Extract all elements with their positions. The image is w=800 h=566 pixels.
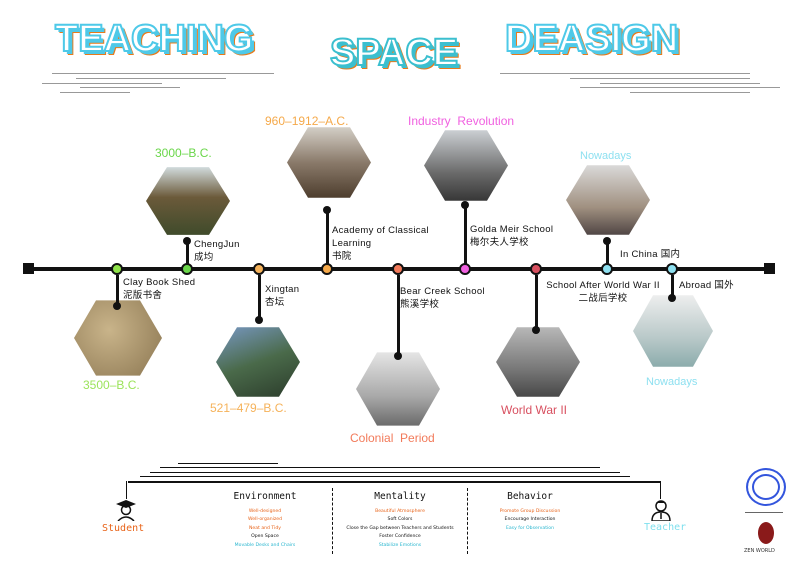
chengjun-image xyxy=(146,167,230,235)
era-industry: Industry Revolution xyxy=(408,114,515,128)
title-space: SPACE xyxy=(329,31,459,75)
label-in-china: In China 国内 xyxy=(620,249,681,260)
label-abroad: Abroad 国外 xyxy=(679,280,734,291)
brand-name: ZEN WORLD xyxy=(744,548,775,554)
teacher-label: Teacher xyxy=(644,522,687,533)
teacher-icon xyxy=(650,499,672,522)
era-960ac: 960–1912–A.C. xyxy=(265,114,349,128)
divider-1 xyxy=(332,488,333,554)
industry-school-image xyxy=(424,130,508,201)
title-teaching: TEACHING xyxy=(54,17,254,61)
colonial-school-image xyxy=(356,352,440,426)
era-nowadays-china: Nowadays xyxy=(580,150,632,162)
node-abroad xyxy=(666,263,678,275)
era-colonial: Colonial Period xyxy=(350,431,435,445)
era-3000bc: 3000–B.C. xyxy=(155,146,212,160)
china-classroom-image xyxy=(566,165,650,235)
timeline-end xyxy=(764,263,775,274)
zen-world-logo xyxy=(758,522,774,544)
student-icon xyxy=(114,499,138,522)
node-xingtan xyxy=(253,263,265,275)
node-after-wwii xyxy=(530,263,542,275)
node-golda-meir xyxy=(459,263,471,275)
university-seal-logo xyxy=(746,468,786,506)
xingtan-image xyxy=(216,327,300,397)
academy-image xyxy=(287,127,371,198)
clay-tablet-image xyxy=(74,300,162,376)
student-label: Student xyxy=(102,523,145,534)
era-521bc: 521–479–B.C. xyxy=(210,401,287,415)
era-wwii: World War II xyxy=(501,403,568,417)
wwii-school-image xyxy=(496,327,580,397)
node-academy xyxy=(321,263,333,275)
node-chengjun xyxy=(181,263,193,275)
era-3500bc: 3500–B.C. xyxy=(83,378,140,392)
divider-2 xyxy=(467,488,468,554)
era-nowadays-abroad: Nowadays xyxy=(646,376,698,388)
title-deasign: DEASIGN xyxy=(504,17,679,61)
node-in-china xyxy=(601,263,613,275)
timeline-start xyxy=(23,263,34,274)
node-clay-book-shed xyxy=(111,263,123,275)
node-bear-creek xyxy=(392,263,404,275)
